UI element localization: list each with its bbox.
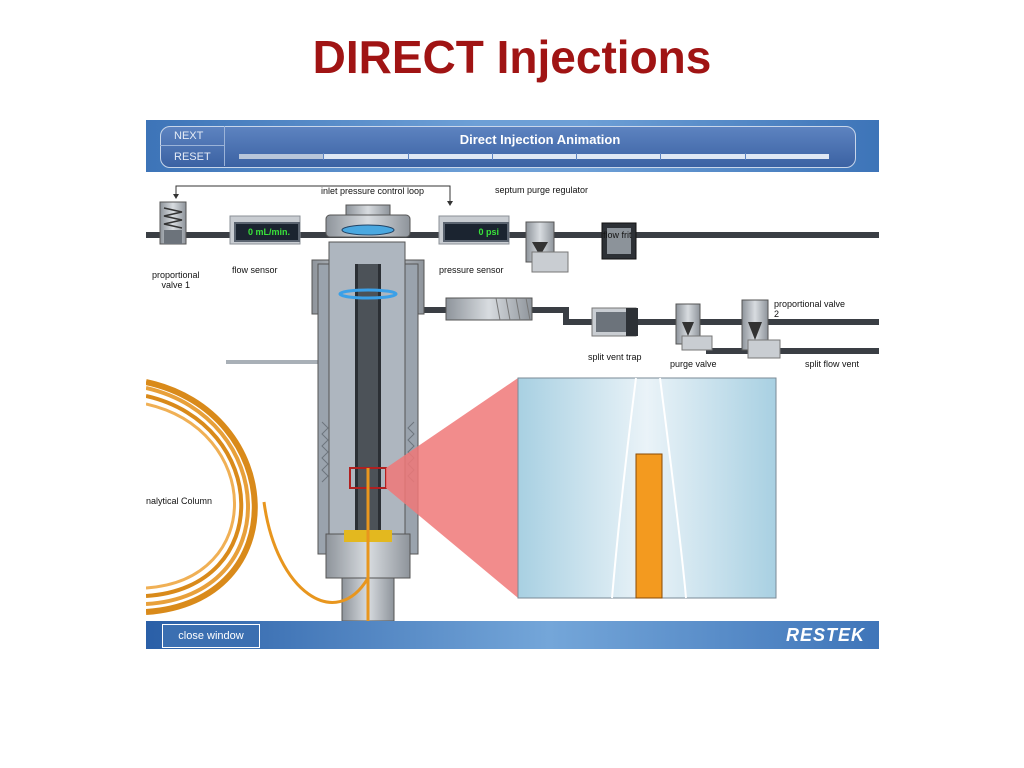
purge-valve bbox=[675, 303, 713, 351]
progress-step-tick bbox=[660, 153, 662, 160]
loop-arrow-left bbox=[173, 194, 179, 199]
injector-body bbox=[311, 204, 425, 621]
progress-step-tick bbox=[576, 153, 578, 160]
nav-divider bbox=[224, 126, 225, 166]
flow-sensor-label: flow sensor bbox=[232, 265, 278, 275]
pressure-readout: 0 psi bbox=[443, 222, 509, 242]
progress-bar bbox=[239, 153, 829, 160]
progress-fill bbox=[239, 154, 324, 159]
pressure-sensor-label: pressure sensor bbox=[439, 265, 504, 275]
split-vent-trap bbox=[445, 297, 638, 337]
septum-regulator-label: septum purge regulator bbox=[495, 185, 589, 195]
split-vent-trap-label: split vent trap bbox=[588, 352, 642, 362]
purge-valve-label: purge valve bbox=[670, 359, 717, 369]
animation-title: Direct Injection Animation bbox=[459, 132, 621, 147]
reset-button[interactable]: RESET bbox=[174, 151, 211, 163]
close-window-button[interactable]: close window bbox=[162, 624, 260, 648]
analytical-column-label: nalytical Column bbox=[146, 496, 213, 506]
prop-valve-2-label: proportional valve 2 bbox=[774, 299, 846, 319]
flow-frit-label: flow frit bbox=[603, 230, 632, 240]
control-loop-line bbox=[175, 185, 451, 204]
bottom-bar: close window RESTEK bbox=[146, 621, 879, 649]
flow-readout: 0 mL/min. bbox=[234, 222, 300, 242]
injection-diagram bbox=[146, 185, 879, 621]
loop-arrow-right bbox=[447, 201, 453, 206]
inlet-loop-label: inlet pressure control loop bbox=[321, 186, 425, 196]
slide-title: DIRECT Injections bbox=[312, 31, 712, 83]
proportional-valve-1 bbox=[159, 201, 187, 245]
top-bar: NEXT RESET Direct Injection Animation bbox=[146, 120, 879, 172]
split-flow-vent-label: split flow vent bbox=[805, 359, 860, 369]
flow-frit-media bbox=[607, 228, 631, 254]
animation-window: NEXT RESET Direct Injection Animation bbox=[146, 120, 879, 649]
progress-step-tick bbox=[407, 153, 409, 160]
restek-logo: RESTEK bbox=[785, 625, 865, 645]
prop-valve-1-label: proportional valve 1 bbox=[152, 270, 200, 290]
proportional-valve-2 bbox=[741, 299, 781, 359]
septum-purge-regulator bbox=[525, 221, 569, 273]
control-panel bbox=[160, 126, 856, 168]
progress-step-tick bbox=[323, 153, 325, 160]
progress-step-tick bbox=[744, 153, 746, 160]
zoomed-column-end bbox=[635, 453, 663, 599]
next-button[interactable]: NEXT bbox=[160, 126, 224, 146]
zoom-projection bbox=[386, 378, 518, 598]
progress-step-tick bbox=[491, 153, 493, 160]
analytical-column-coil bbox=[146, 379, 370, 615]
